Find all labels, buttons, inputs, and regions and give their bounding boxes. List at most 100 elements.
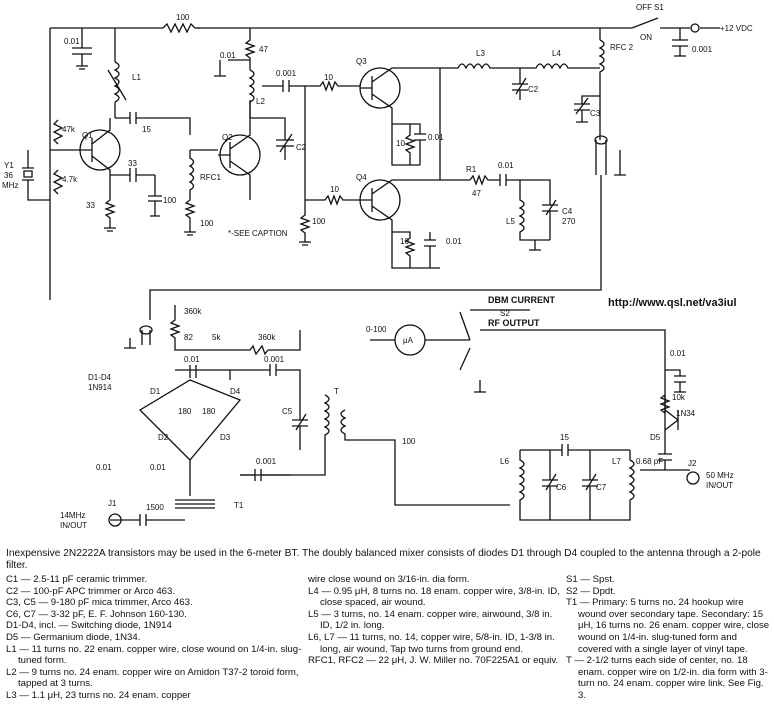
label-q1: Q1 xyxy=(82,131,93,140)
label-d3: D3 xyxy=(220,433,231,442)
label-c4-val: 270 xyxy=(562,217,576,226)
label-y1: Y1 xyxy=(4,161,14,170)
parts-item: T1 — Primary: 5 turns no. 24 hookup wire… xyxy=(566,597,770,655)
label-c001-a: 0.01 xyxy=(64,37,80,46)
parts-column-3: S1 — Spst. S2 — Dpdt. T1 — Primary: 5 tu… xyxy=(566,574,772,702)
label-r1-val: 47 xyxy=(472,189,481,198)
parts-item: L3 — 1.1 μH, 23 turns no. 24 enam. coppe… xyxy=(6,689,191,701)
label-c2: C2 xyxy=(528,85,539,94)
parts-column-1: C1 — 2.5-11 pF ceramic trimmer. C2 — 100… xyxy=(6,574,306,702)
label-rfc2: RFC 2 xyxy=(610,43,634,52)
label-d5-type: 1N34 xyxy=(676,409,696,418)
parts-item: C3, C5 — 9-180 pF mica trimmer, Arco 463… xyxy=(6,597,193,609)
wiring xyxy=(22,17,720,527)
label-t1: T1 xyxy=(234,501,244,510)
label-r47k-b: 4.7k xyxy=(62,175,78,184)
label-c15: 15 xyxy=(142,125,151,134)
parts-item: S2 — Dpdt. xyxy=(566,585,616,597)
label-r360k-a: 360k xyxy=(184,307,202,316)
parts-item: L5 — 3 turns, no. 14 enam. copper wire, … xyxy=(308,608,553,632)
label-r10-b: 10 xyxy=(396,139,405,148)
label-l6: L6 xyxy=(500,457,509,466)
label-v12: +12 VDC xyxy=(720,24,753,33)
label-c001-e: 0.01 xyxy=(498,161,514,170)
resistor-100-top xyxy=(162,22,200,34)
label-r47: 47 xyxy=(259,45,268,54)
parts-item: S1 — Spst. xyxy=(566,574,615,585)
label-c001-f: 0.01 xyxy=(184,355,200,364)
component-labels: 100 0.01 L1 47k Q1 Y1 36 MHz 4.7k 33 15 … xyxy=(2,3,753,530)
label-r1: R1 xyxy=(466,165,477,174)
label-r100-c: 100 xyxy=(312,217,326,226)
parts-item: L4 — 0.95 μH, 8 turns no. 18 enam. coppe… xyxy=(308,585,560,609)
label-y1-unit: MHz xyxy=(2,181,18,190)
label-d-type: 1N914 xyxy=(88,383,112,392)
parts-item: L1 — 11 turns no. 22 enam. copper wire, … xyxy=(6,643,302,667)
label-s1: S1 xyxy=(654,3,664,12)
label-r82: 82 xyxy=(184,333,193,342)
label-r10-a: 10 xyxy=(324,73,333,82)
label-r10-c: 10 xyxy=(330,185,339,194)
label-q3: Q3 xyxy=(356,57,367,66)
label-meter: μA xyxy=(403,336,414,345)
label-url: http://www.qsl.net/va3iul xyxy=(608,297,737,309)
label-dbm-current: DBM CURRENT xyxy=(488,295,555,305)
figure-caption: Inexpensive 2N2222A transistors may be u… xyxy=(6,548,761,571)
parts-item: RFC1, RFC2 — 22 μH, J. W. Miller no. 70F… xyxy=(308,655,559,667)
label-j1-freq: 14MHz xyxy=(60,511,85,520)
label-c001-b: 0.01 xyxy=(220,51,236,60)
label-r100-b: 100 xyxy=(200,219,214,228)
parts-item: D5 — Germanium diode, 1N34. xyxy=(6,631,141,643)
label-c0001: 0.001 xyxy=(276,69,297,78)
label-y1-freq: 36 xyxy=(4,171,13,180)
label-c7: C7 xyxy=(596,483,607,492)
label-star-note: *-SEE CAPTION xyxy=(228,229,288,238)
schematic-diagram: 100 0.01 L1 47k Q1 Y1 36 MHz 4.7k 33 15 … xyxy=(2,3,753,530)
label-c33: 33 xyxy=(128,159,137,168)
label-j2-freq: 50 MHz xyxy=(706,471,734,480)
label-c1500: 1500 xyxy=(146,503,164,512)
label-c180-a: 180 xyxy=(178,407,192,416)
label-c001-c: 0.01 xyxy=(428,133,444,142)
label-c100-a: 100 xyxy=(163,196,177,205)
parts-column-2: wire close wound on 3/16-in. dia form. L… xyxy=(308,574,564,667)
label-d4: D4 xyxy=(230,387,241,396)
label-q4: Q4 xyxy=(356,173,367,182)
parts-item: wire close wound on 3/16-in. dia form. xyxy=(308,574,470,585)
label-c180-b: 180 xyxy=(202,407,216,416)
label-l5: L5 xyxy=(506,217,515,226)
label-switch-off: OFF xyxy=(636,3,652,12)
label-s2: S2 xyxy=(500,309,510,318)
label-r5k: 5k xyxy=(212,333,221,342)
label-c068: 0.68 pF xyxy=(636,457,663,466)
parts-item: C6, C7 — 3-32 pF, E. F. Johnson 160-130. xyxy=(6,608,187,620)
label-c001-i: 0.01 xyxy=(670,349,686,358)
label-d5: D5 xyxy=(650,433,661,442)
label-l2: L2 xyxy=(256,97,265,106)
label-c15-b: 15 xyxy=(560,433,569,442)
label-l4: L4 xyxy=(552,49,561,58)
label-c3: C3 xyxy=(590,109,601,118)
label-t: T xyxy=(334,387,339,396)
label-l3: L3 xyxy=(476,49,485,58)
label-c4: C4 xyxy=(562,207,573,216)
label-j2-io: IN/OUT xyxy=(706,481,733,490)
label-c2-trim: C2 xyxy=(296,143,307,152)
label-c100-b: 100 xyxy=(402,437,416,446)
label-r360k-b: 360k xyxy=(258,333,276,342)
label-l1: L1 xyxy=(132,73,141,82)
parts-item: T — 2-1/2 turns each side of center, no.… xyxy=(566,655,768,701)
label-c001-h: 0.01 xyxy=(96,463,112,472)
parts-item: L2 — 9 turns no. 24 enam. copper wire on… xyxy=(6,666,299,690)
label-rfc1: RFC1 xyxy=(200,173,221,182)
label-r100-top: 100 xyxy=(176,13,190,22)
parts-item: L6, L7 — 11 turns, no. 14, copper wire, … xyxy=(308,631,555,655)
label-c001-g: 0.01 xyxy=(150,463,166,472)
parts-item: C2 — 100-pF APC trimmer or Arco 463. xyxy=(6,585,176,597)
parts-item: D1-D4, incl. — Switching diode, 1N914 xyxy=(6,620,172,632)
label-c5: C5 xyxy=(282,407,293,416)
label-r10k: 10k xyxy=(672,393,686,402)
label-c6: C6 xyxy=(556,483,567,492)
label-q2: Q2 xyxy=(222,133,233,142)
label-c001-d: 0.01 xyxy=(446,237,462,246)
